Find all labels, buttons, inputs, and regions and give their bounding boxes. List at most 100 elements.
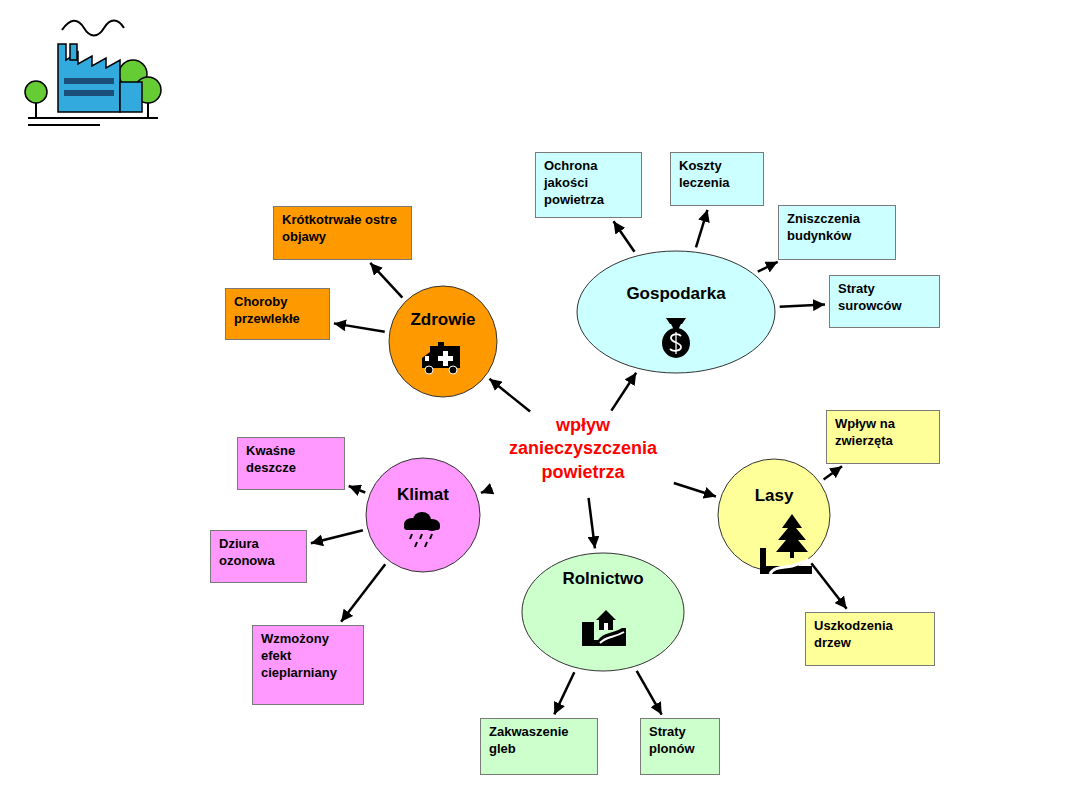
category-ellipse: Klimat [365,457,481,573]
arrow-connector [611,373,636,411]
effect-box: Uszkodzenia drzew [805,612,935,666]
rain-cloud-icon-part [415,542,417,547]
box-label: Wpływ na zwierzęta [835,416,931,450]
rain-cloud-icon-part [410,534,412,539]
ellipse-shape [389,286,497,397]
factory-logo [25,21,161,126]
rain-cloud-icon-part [404,518,420,530]
category-label: Zdrowie [410,310,475,330]
arrow-connector [589,498,595,548]
arrow-connector [311,530,363,543]
effect-box: Wzmożony efekt cieplarniany [252,625,364,705]
arrow-connector [780,304,825,306]
box-label: Uszkodzenia drzew [814,618,926,652]
factory-logo-part [64,78,114,84]
forest-icon [760,514,812,574]
category-label: Klimat [397,485,449,505]
box-label: Wzmożony efekt cieplarniany [261,631,355,682]
ambulance-icon-part [425,366,433,374]
money-bag-icon-part [662,328,690,358]
arrow-connector [824,466,842,479]
central-title: wpływ zanieczyszczenia powietrza [496,414,670,494]
arrow-connector [341,564,385,622]
farm-icon [582,610,626,646]
ellipse-outline [576,250,776,374]
effect-box: Wpływ na zwierzęta [826,410,940,464]
category-label: Rolnictwo [562,569,643,589]
rain-cloud-icon-part [425,542,427,547]
ellipse-outline [365,457,481,573]
effect-box: Krótkotrwałe ostre objawy [273,206,412,260]
ambulance-icon [422,342,460,374]
effect-box: Kwaśne deszcze [237,437,345,490]
arrow-connector [637,671,662,715]
factory-logo-part [62,21,124,36]
factory-logo-part [147,103,149,118]
box-label: Kwaśne deszcze [246,443,336,477]
farm-icon-part [600,632,624,643]
ellipse-shape [577,251,775,373]
factory-logo-part [58,44,120,112]
arrow-connector [349,486,366,492]
arrow-connector [554,672,574,714]
ellipse-outline [388,285,498,398]
rain-cloud-icon-part [420,534,422,539]
farm-icon-part [596,610,616,630]
effect-box: Koszty leczenia [670,152,764,206]
category-ellipse: Lasy [717,458,831,572]
arrow-connector [334,323,385,331]
money-bag-icon-part [670,322,682,330]
box-label: Zniszczenia budynków [787,211,887,245]
money-bag-icon-part [666,318,686,324]
factory-logo-part [120,82,142,112]
ambulance-icon-part [425,356,429,361]
factory-logo-part [25,81,47,103]
arrow-connector [811,563,846,609]
ambulance-icon-part [449,366,457,374]
category-label: Gospodarka [626,284,725,304]
arrow-connector [696,210,708,247]
ellipse-outline [717,458,831,572]
factory-logo-part [35,103,37,118]
farm-icon-part [604,623,608,630]
factory-logo-part [64,90,114,96]
effect-box: Straty surowców [829,275,940,328]
ambulance-icon-part [422,352,430,368]
effect-box: Straty plonów [640,718,720,775]
box-label: Krótkotrwałe ostre objawy [282,212,403,246]
forest-icon-part [776,514,808,552]
arrow-connector [614,221,635,251]
arrow-connector [489,379,530,412]
category-ellipse: Rolnictwo [521,552,685,672]
arrow-connector [758,262,778,272]
effect-box: Choroby przewlekłe [225,288,330,340]
factory-logo-part [28,117,158,119]
box-label: Ochrona jakości powietrza [544,158,633,209]
ambulance-icon-part [438,351,453,366]
rain-cloud-icon-part [404,524,440,530]
box-label: Straty plonów [649,724,711,758]
rain-cloud-icon-part [424,519,440,531]
arrow-connector [370,263,402,298]
rain-cloud-icon-part [430,534,432,539]
ellipse-shape [522,553,684,671]
money-bag-icon [662,318,690,358]
central-label: wpływ zanieczyszczenia powietrza [496,414,670,484]
farm-icon-part [598,628,626,646]
arrow-connector [674,483,716,496]
arrow-connector [481,489,492,493]
category-ellipse: Gospodarka [576,250,776,374]
box-label: Straty surowców [838,281,931,315]
effect-box: Dziura ozonowa [210,530,307,583]
effect-box: Ochrona jakości powietrza [535,152,642,218]
effect-box: Zniszczenia budynków [778,205,896,260]
factory-logo-part [119,60,147,88]
ambulance-icon-part [430,346,460,368]
forest-icon-part [770,560,812,574]
ambulance-icon-part [438,342,444,346]
factory-logo-part [28,124,100,126]
category-label: Lasy [755,486,794,506]
box-label: Choroby przewlekłe [234,294,321,328]
